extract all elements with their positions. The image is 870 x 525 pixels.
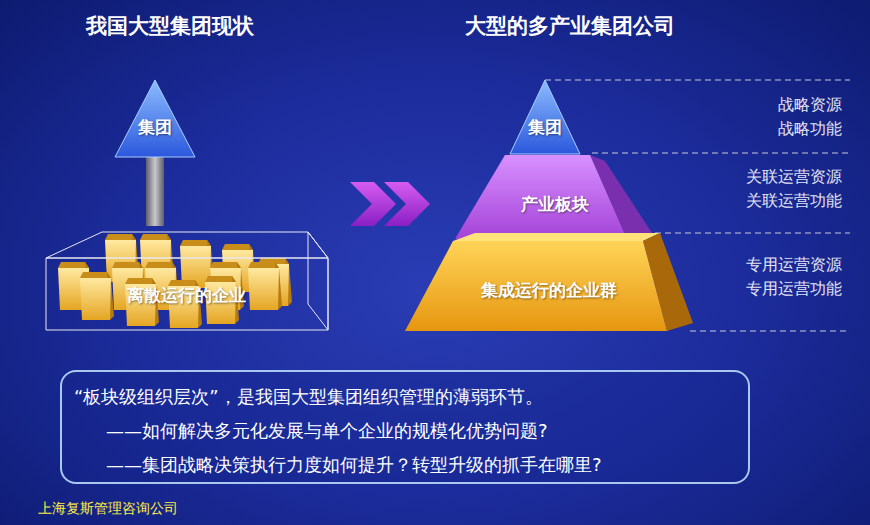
shape-face [115, 80, 195, 157]
level-annotation: 战略资源 战略功能 [770, 93, 842, 141]
callout-text: ——如何解决多元化发展与单个企业的规模化优势问题? [62, 414, 748, 448]
scattered-enterprises-box: 离散运行的企业 [40, 226, 332, 334]
node-label: 集成运行的企业群 [405, 279, 693, 301]
node-label: 集团 [115, 116, 195, 138]
enterprise-blocks [58, 234, 292, 328]
node-text-group: 集成运行的企业群 [405, 279, 693, 301]
enterprise-block [80, 272, 114, 320]
scattered-enterprises-box-shape [40, 226, 332, 334]
enterprise-block [248, 262, 282, 310]
question-callout-box: “板块级组织层次”，是我国大型集团组织管理的薄弱环节。——如何解决多元化发展与单… [60, 370, 750, 484]
section-heading: 大型的多产业集团公司 [420, 14, 720, 38]
chevron [384, 182, 430, 226]
support-beam [146, 157, 164, 226]
callout-text: “板块级组织层次”，是我国大型集团组织管理的薄弱环节。 [62, 380, 748, 414]
level-annotation: 关联运营资源 关联运营功能 [738, 165, 842, 213]
node-text-group: 集团 [115, 116, 195, 138]
dashed-divider [655, 233, 850, 234]
level-annotation: 专用运营资源 专用运营功能 [738, 253, 842, 301]
node-text-group: 离散运行的企业 [40, 284, 332, 306]
industry-segment-layer: 产业板块 [455, 153, 655, 241]
callout-text: ——集团战略决策执行力度如何提升？转型升级的抓手在哪里? [62, 448, 748, 482]
group-apex-triangle: 集团 [510, 80, 580, 154]
node-label: 集团 [510, 116, 580, 138]
shape-face [453, 233, 660, 241]
group-apex-triangle: 集团 [115, 80, 195, 157]
section-heading: 我国大型集团现状 [60, 14, 280, 38]
shape-face [46, 232, 328, 258]
node-text-group: 产业板块 [455, 193, 655, 215]
node-text-group: 集团 [510, 116, 580, 138]
transition-chevrons [350, 182, 430, 226]
integrated-enterprise-layer: 集成运行的企业群 [405, 233, 693, 333]
dashed-divider [690, 331, 850, 332]
company-footer: 上海复斯管理咨询公司 [38, 496, 258, 520]
shape-face [510, 80, 580, 154]
dashed-divider [592, 153, 850, 154]
dashed-divider [545, 80, 850, 81]
chevron [350, 182, 396, 226]
node-label: 离散运行的企业 [40, 284, 332, 306]
node-label: 产业板块 [455, 193, 655, 215]
shape-face [308, 232, 328, 330]
node-text-group: “板块级组织层次”，是我国大型集团组织管理的薄弱环节。——如何解决多元化发展与单… [62, 380, 748, 482]
